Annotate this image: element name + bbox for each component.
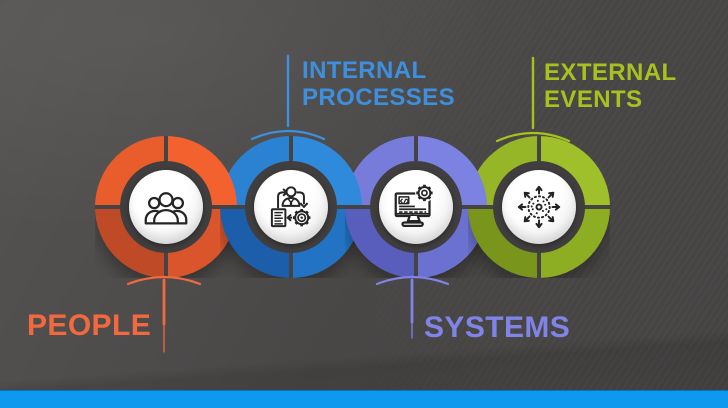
label-line-1: INTERNAL — [302, 57, 427, 84]
ring-systems — [345, 136, 487, 278]
ring-internal-processes — [220, 136, 362, 278]
ring-people — [95, 136, 237, 278]
ring-external-hub — [493, 161, 585, 253]
label-people: PEOPLE — [27, 309, 152, 342]
label-line-2: PROCESSES — [302, 84, 455, 111]
label-line-2: EVENTS — [544, 86, 643, 113]
people-group-icon — [129, 170, 203, 244]
ring-external-events — [468, 136, 610, 278]
workflow-process-icon — [254, 170, 328, 244]
ring-internal-hub — [245, 161, 337, 253]
external-impact-icon — [502, 170, 576, 244]
label-line-1: EXTERNAL — [544, 59, 677, 86]
label-internal-processes: INTERNAL PROCESSES — [302, 57, 455, 111]
label-external-events: EXTERNAL EVENTS — [544, 59, 677, 113]
computer-code-icon — [379, 170, 453, 244]
ring-people-hub — [120, 161, 212, 253]
ring-systems-hub — [370, 161, 462, 253]
footer-accent-bar — [0, 390, 728, 408]
label-systems: SYSTEMS — [424, 311, 571, 344]
